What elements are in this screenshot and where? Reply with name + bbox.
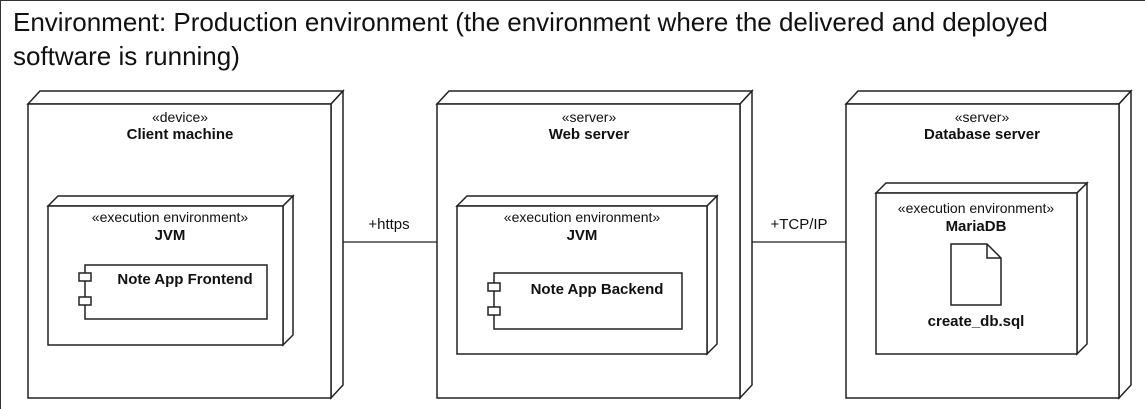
component-label: Note App Frontend xyxy=(117,271,252,288)
node-top-face xyxy=(435,90,754,105)
connection-label-https: +https xyxy=(368,216,409,233)
node-stereotype: «server» xyxy=(955,109,1010,125)
execution-environment-jvm-web[interactable]: «execution environment» JVM Note App Bac… xyxy=(455,194,719,356)
artifact-create-db-sql[interactable]: create_db.sql xyxy=(928,243,1025,330)
env-name: JVM xyxy=(567,227,598,244)
env-side-face xyxy=(1076,181,1088,356)
artifact-label: create_db.sql xyxy=(928,313,1025,330)
env-name: JVM xyxy=(155,227,186,244)
env-top-face xyxy=(874,182,1089,194)
node-name: Database server xyxy=(924,126,1040,143)
node-side-face xyxy=(1118,89,1132,400)
connection-client-web: +https xyxy=(333,216,437,243)
connection-web-db: +TCP/IP xyxy=(743,216,846,243)
connection-label-tcpip: +TCP/IP xyxy=(770,216,827,233)
env-side-face xyxy=(706,194,718,356)
node-stereotype: «device» xyxy=(152,109,208,125)
env-stereotype: «execution environment» xyxy=(92,209,249,225)
env-side-face xyxy=(282,194,294,347)
node-client-machine[interactable]: «device» Client machine «execution envir… xyxy=(26,89,345,400)
env-top-face xyxy=(455,195,719,207)
node-side-face xyxy=(330,89,344,400)
component-label: Note App Backend xyxy=(531,281,664,298)
node-top-face xyxy=(26,90,345,105)
env-name: MariaDB xyxy=(946,218,1007,235)
node-database-server[interactable]: «server» Database server «execution envi… xyxy=(844,89,1133,400)
component-icon xyxy=(487,282,501,316)
node-name: Web server xyxy=(549,126,630,143)
component-icon xyxy=(78,272,92,306)
env-stereotype: «execution environment» xyxy=(898,200,1055,216)
node-stereotype: «server» xyxy=(562,109,617,125)
node-web-server[interactable]: «server» Web server «execution environme… xyxy=(435,89,754,400)
component-note-app-backend[interactable]: Note App Backend xyxy=(487,272,683,330)
execution-environment-mariadb[interactable]: «execution environment» MariaDB create_d… xyxy=(874,181,1089,356)
component-box xyxy=(84,264,268,320)
component-note-app-frontend[interactable]: Note App Frontend xyxy=(78,264,268,320)
node-top-face xyxy=(844,90,1133,105)
file-icon xyxy=(950,243,1002,306)
diagram-title: Environment: Production environment (the… xyxy=(13,7,1048,71)
execution-environment-jvm-client[interactable]: «execution environment» JVM Note App Fro… xyxy=(46,194,295,347)
env-top-face xyxy=(46,195,295,207)
node-name: Client machine xyxy=(127,126,234,143)
component-box xyxy=(493,272,683,330)
node-side-face xyxy=(739,89,753,400)
env-stereotype: «execution environment» xyxy=(504,209,661,225)
